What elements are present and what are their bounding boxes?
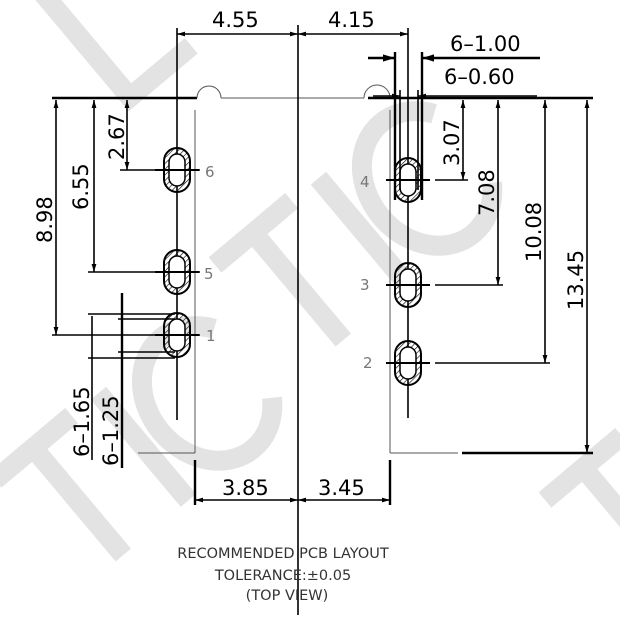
watermark-letters <box>538 428 620 582</box>
dim-6-1-00: 6–1.00 <box>450 32 521 56</box>
pad-6 <box>155 147 199 193</box>
pin-label-2: 2 <box>363 354 373 372</box>
pad-width-dims <box>368 52 540 200</box>
pin-label-6: 6 <box>205 163 215 181</box>
watermark-glyph <box>32 0 198 112</box>
watermark-glyph <box>538 428 620 582</box>
watermark <box>0 0 620 582</box>
pad-3 <box>386 262 430 308</box>
caption-view: (TOP VIEW) <box>246 588 329 604</box>
dim-3-85: 3.85 <box>222 476 269 500</box>
pin-label-1: 1 <box>206 327 216 345</box>
dim-6-1-65: 6–1.65 <box>70 386 94 457</box>
watermark-letters <box>32 0 198 112</box>
right-dims <box>435 100 590 453</box>
dim-4-15: 4.15 <box>328 8 375 32</box>
watermark-glyph <box>90 386 197 507</box>
dim-4-55: 4.55 <box>212 8 259 32</box>
pad-2 <box>386 340 430 386</box>
dim-2-67: 2.67 <box>105 113 129 160</box>
dim-7-08: 7.08 <box>475 169 499 216</box>
dim-8-98: 8.98 <box>33 196 57 243</box>
dim-3-07: 3.07 <box>440 119 464 166</box>
dim-6-0-60: 6–0.60 <box>444 65 515 89</box>
pin-label-4: 4 <box>360 173 370 191</box>
dim-6-55: 6.55 <box>69 163 93 210</box>
dim-13-45: 13.45 <box>564 250 588 310</box>
caption-tolerance: TOLERANCE:±0.05 <box>214 568 351 584</box>
left-dims <box>52 100 200 468</box>
watermark-glyph <box>0 408 131 562</box>
pin-label-3: 3 <box>360 276 370 294</box>
dim-10-08: 10.08 <box>522 202 546 262</box>
watermark-letters <box>208 101 503 347</box>
bottom-dims <box>193 460 392 505</box>
dim-3-45: 3.45 <box>318 476 365 500</box>
pad-4 <box>386 157 430 203</box>
pin-label-5: 5 <box>204 265 214 283</box>
caption-title: RECOMMENDED PCB LAYOUT <box>177 546 389 562</box>
watermark-glyph <box>351 101 503 256</box>
watermark-glyph <box>310 171 417 292</box>
board-outline <box>52 84 593 455</box>
dim-6-1-25: 6–1.25 <box>99 395 123 466</box>
